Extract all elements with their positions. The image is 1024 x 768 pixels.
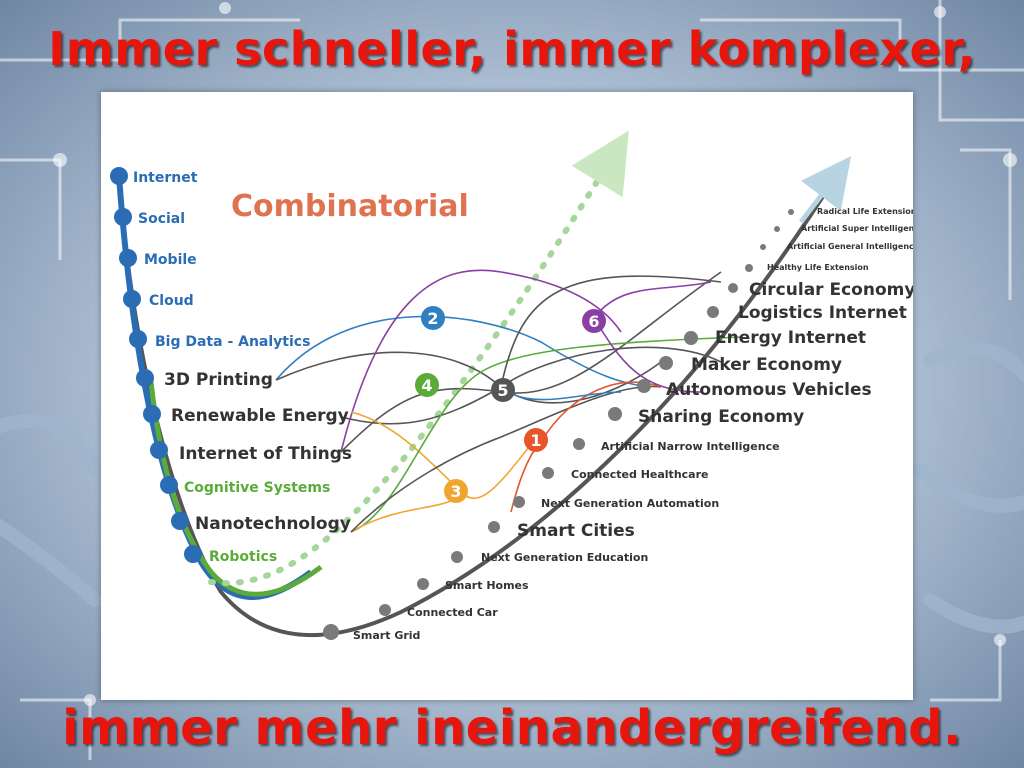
slide-title-top: Immer schneller, immer komplexer, (48, 22, 976, 76)
right-item-label: Logistics Internet (738, 303, 907, 323)
marker-1: 1 (524, 428, 548, 452)
right-item-label: Artificial General Intelligence (787, 242, 913, 251)
marker-3: 3 (444, 479, 468, 503)
right-item-label: Circular Economy (749, 280, 913, 300)
slide-title-bottom: immer mehr ineinandergreifend. (62, 700, 962, 756)
left-item-label: Cognitive Systems (184, 480, 330, 496)
main-curve-arrow (799, 156, 852, 224)
diagram-heading: Combinatorial (231, 189, 469, 224)
left-item-label: Mobile (144, 252, 197, 268)
combinatorial-innovation-diagram: Combinatorial (110, 130, 913, 642)
marker-2: 2 (421, 306, 445, 330)
right-labels: Smart Grid Connected Car Smart Homes Nex… (353, 207, 913, 642)
marker-4-label: 4 (421, 376, 432, 395)
right-item-label: Maker Economy (691, 355, 842, 375)
right-item-label: Smart Homes (445, 579, 529, 592)
left-item-label: 3D Printing (164, 370, 273, 390)
connection-curves (275, 269, 742, 533)
marker-1-label: 1 (530, 431, 541, 450)
right-item-label: Connected Healthcare (571, 468, 708, 481)
right-item-label: Connected Car (407, 606, 498, 619)
right-item-label: Sharing Economy (638, 407, 804, 427)
right-item-label: Healthy Life Extension (767, 263, 869, 272)
marker-5: 5 (491, 378, 515, 402)
left-bullets (110, 167, 202, 563)
marker-6: 6 (582, 309, 606, 333)
right-item-label: Radical Life Extension (817, 207, 913, 216)
marker-6-label: 6 (588, 312, 599, 331)
right-item-label: Autonomous Vehicles (666, 380, 872, 400)
diagram-panel: Combinatorial (101, 92, 913, 700)
left-item-label: Social (138, 211, 185, 227)
marker-3-label: 3 (450, 482, 461, 501)
left-item-label: Nanotechnology (195, 514, 351, 534)
right-item-label: Next Generation Automation (541, 497, 719, 510)
marker-4: 4 (415, 373, 439, 397)
left-labels: Internet Social Mobile Cloud Big Data - … (133, 170, 352, 565)
left-item-label: Internet (133, 170, 198, 186)
left-item-label: Internet of Things (179, 444, 352, 464)
curve-dots (323, 209, 794, 640)
marker-2-label: 2 (427, 309, 438, 328)
right-item-label: Next Generation Education (481, 551, 648, 564)
right-item-label: Smart Grid (353, 629, 420, 642)
left-item-label: Cloud (149, 293, 194, 309)
left-item-label: Big Data - Analytics (155, 334, 310, 350)
right-item-label: Artificial Super Intelligence (801, 224, 913, 233)
marker-5-label: 5 (497, 381, 508, 400)
left-item-label: Robotics (209, 549, 277, 565)
right-item-label: Energy Internet (715, 328, 866, 348)
numbered-markers: 1 2 3 4 5 6 (415, 306, 606, 503)
left-item-label: Renewable Energy (171, 406, 349, 426)
right-item-label: Smart Cities (517, 521, 635, 541)
right-item-label: Artificial Narrow Intelligence (601, 440, 780, 453)
